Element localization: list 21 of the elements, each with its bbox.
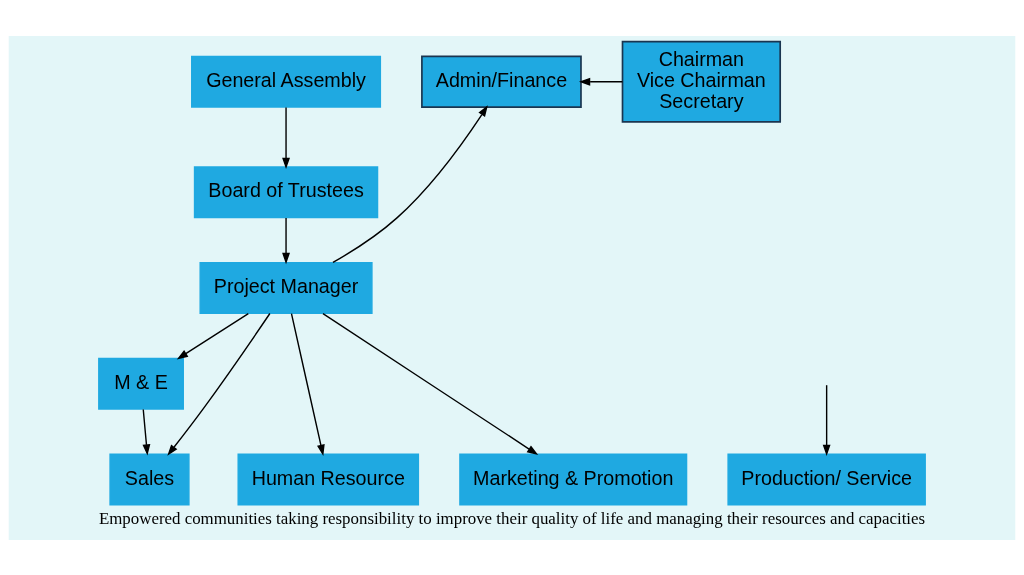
arrow — [322, 312, 539, 455]
arrow — [578, 77, 624, 86]
node-box: Sales — [109, 452, 190, 505]
node-box: Board of Trustees — [193, 165, 379, 218]
node-box: Admin/Finance — [421, 55, 582, 108]
arrow — [332, 104, 488, 263]
arrow — [282, 106, 290, 169]
arrow — [176, 312, 250, 359]
caption: Empowered communities taking responsibility to improve their quality of life and managing their resources and capacities — [98, 508, 926, 528]
arrow — [290, 312, 325, 456]
node-box: Chairman Vice Chairman Secretary — [621, 40, 782, 123]
arrow — [142, 408, 151, 456]
node-box: Human Resource — [237, 452, 420, 505]
arrow — [822, 384, 831, 456]
node-box: Production/ Service — [727, 452, 926, 505]
node-box: M & E — [98, 357, 184, 410]
node-box: Marketing & Promotion — [459, 452, 688, 505]
node-box: Project Manager — [199, 261, 373, 314]
node-box: General Assembly — [191, 55, 382, 108]
arrow — [167, 312, 271, 456]
arrow — [282, 216, 290, 264]
